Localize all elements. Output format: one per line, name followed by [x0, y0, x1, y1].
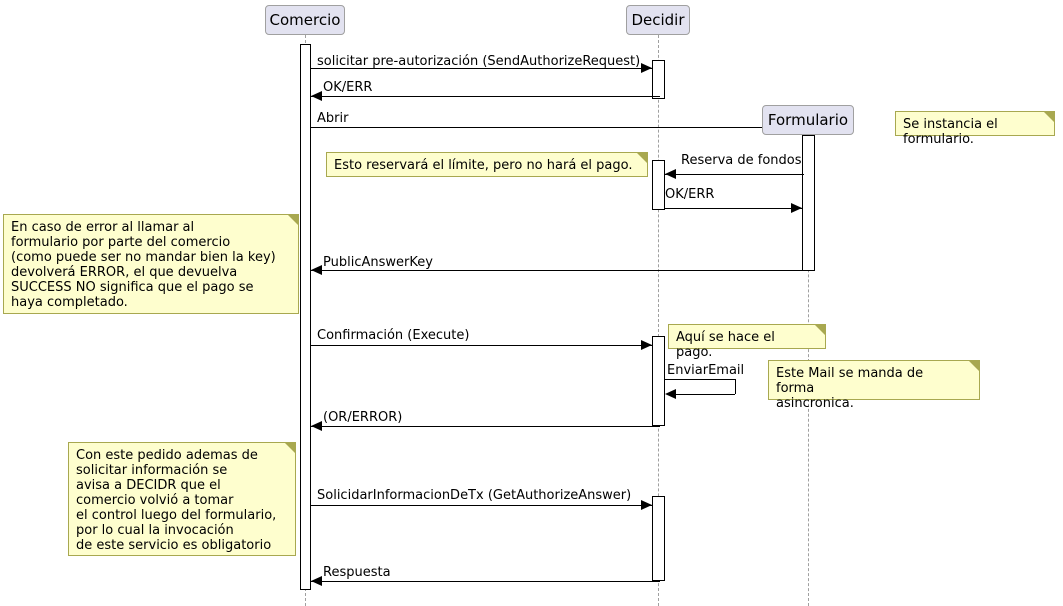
- msg-enviaremail-arrowhead: [665, 389, 676, 399]
- participant-formulario[interactable]: Formulario: [762, 105, 854, 135]
- act-decidir-1: [652, 60, 665, 99]
- msg-ok-err-1-line: [311, 96, 660, 97]
- note-se-instancia-el-formulario-fold-inner: [1045, 122, 1054, 131]
- msg-solicidar-informacion-detx-line: [311, 505, 652, 506]
- note-en-caso-de-error-fold: [288, 215, 298, 234]
- msg-or-error-arrowhead: [311, 421, 322, 431]
- msg-enviaremail-right-segment: [735, 379, 736, 394]
- msg-solicitar-preautorizacion-arrowhead: [641, 63, 652, 73]
- act-decidir-2: [652, 160, 665, 210]
- msg-respuesta-label: Respuesta: [323, 565, 391, 580]
- act-decidir-3: [652, 336, 665, 426]
- note-con-este-pedido-fold-inner: [286, 453, 295, 462]
- note-este-mail-asincronico-fold: [969, 361, 979, 380]
- note-se-instancia-el-formulario-fold: [1044, 112, 1054, 131]
- msg-reserva-de-fondos-line: [665, 174, 804, 175]
- msg-solicidar-informacion-detx-arrowhead: [641, 500, 652, 510]
- note-esto-reservara-el-limite: Esto reservará el límite, pero no hará e…: [326, 152, 648, 177]
- participant-decidir[interactable]: Decidir: [626, 5, 690, 35]
- msg-respuesta-arrowhead: [311, 576, 322, 586]
- msg-confirmacion-execute-label: Confirmación (Execute): [317, 328, 470, 343]
- act-decidir-4: [652, 496, 665, 581]
- msg-publicanswerkey-label: PublicAnswerKey: [323, 255, 433, 270]
- msg-ok-err-1-label: OK/ERR: [323, 80, 373, 95]
- act-formulario-1: [802, 135, 815, 271]
- note-este-mail-asincronico: Este Mail se manda de forma asincronica.: [768, 360, 980, 411]
- note-esto-reservara-el-limite-fold: [637, 153, 647, 172]
- msg-reserva-de-fondos-label: Reserva de fondos: [681, 153, 802, 168]
- participant-decidir-label: Decidir: [631, 10, 685, 29]
- msg-or-error-line: [311, 426, 660, 427]
- participant-comercio-label: Comercio: [269, 10, 341, 29]
- msg-publicanswerkey-line: [311, 270, 808, 271]
- msg-solicidar-informacion-detx-label: SolicidarInformacionDeTx (GetAuthorizeAn…: [317, 488, 632, 503]
- note-en-caso-de-error-fold-inner: [289, 225, 298, 234]
- msg-abrir-label: Abrir: [317, 111, 349, 126]
- msg-abrir-line: [311, 127, 802, 128]
- note-aqui-se-hace-el-pago-fold: [815, 325, 825, 344]
- note-aqui-se-hace-el-pago: Aquí se hace el pago.: [668, 324, 826, 360]
- note-esto-reservara-el-limite-fold-inner: [638, 163, 647, 172]
- msg-ok-err-2-arrowhead: [791, 203, 802, 213]
- msg-reserva-de-fondos-arrowhead: [665, 169, 676, 179]
- note-este-mail-asincronico-fold-inner: [970, 371, 979, 380]
- msg-publicanswerkey-arrowhead: [311, 265, 322, 275]
- act-comercio-main: [300, 44, 311, 590]
- note-con-este-pedido-fold: [285, 443, 295, 462]
- note-aqui-se-hace-el-pago-fold-inner: [816, 335, 825, 344]
- participant-formulario-label: Formulario: [767, 110, 849, 129]
- msg-solicitar-preautorizacion-line: [311, 68, 652, 69]
- participant-comercio[interactable]: Comercio: [265, 5, 345, 35]
- msg-confirmacion-execute-arrowhead: [641, 340, 652, 350]
- msg-ok-err-1-arrowhead: [311, 91, 322, 101]
- note-se-instancia-el-formulario: Se instancia el formulario.: [895, 111, 1055, 147]
- msg-solicitar-preautorizacion-label: solicitar pre-autorización (SendAuthoriz…: [317, 54, 641, 69]
- note-en-caso-de-error: En caso de error al llamar al formulario…: [3, 214, 299, 314]
- msg-enviaremail-top-segment: [665, 379, 735, 380]
- msg-enviaremail-label: EnviarEmail: [667, 363, 745, 378]
- note-con-este-pedido: Con este pedido ademas de solicitar info…: [68, 442, 296, 556]
- msg-enviaremail-bottom-segment: [676, 394, 735, 395]
- lifeline-decidir: [658, 35, 659, 606]
- msg-ok-err-2-line: [665, 208, 802, 209]
- msg-ok-err-2-label: OK/ERR: [665, 187, 715, 202]
- msg-respuesta-line: [311, 581, 660, 582]
- msg-confirmacion-execute-line: [311, 345, 652, 346]
- msg-or-error-label: (OR/ERROR): [323, 410, 403, 425]
